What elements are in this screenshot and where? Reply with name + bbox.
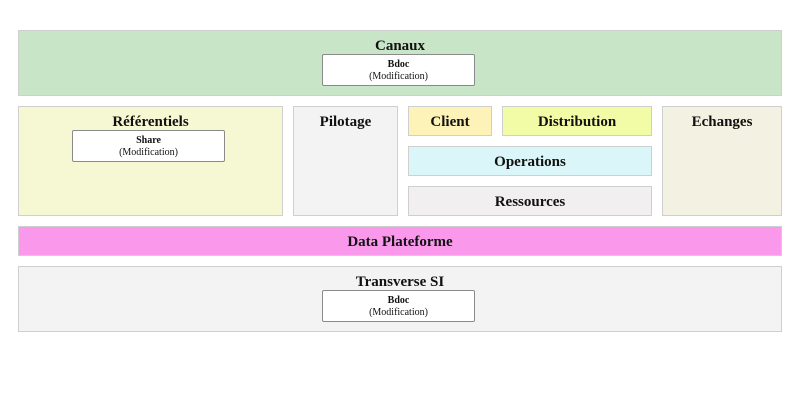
zone-canaux: Canaux Bdoc (Modification) (18, 30, 782, 96)
zone-ressources: Ressources (408, 186, 652, 216)
zone-data-plateforme-title: Data Plateforme (347, 234, 453, 250)
zone-client-title: Client (430, 114, 470, 130)
zone-transverse-si-title: Transverse SI (355, 274, 445, 290)
zone-pilotage: Pilotage (293, 106, 398, 216)
app-card-bdoc-canaux[interactable]: Bdoc (Modification) (322, 54, 475, 86)
zone-client: Client (408, 106, 492, 136)
zone-pilotage-title: Pilotage (319, 114, 372, 130)
app-card-bdoc-transverse[interactable]: Bdoc (Modification) (322, 290, 475, 322)
zone-data-plateforme: Data Plateforme (18, 226, 782, 256)
app-status: (Modification) (119, 147, 178, 158)
zone-referentiels: Référentiels Share (Modification) (18, 106, 283, 216)
app-status: (Modification) (369, 71, 428, 82)
app-card-share[interactable]: Share (Modification) (72, 130, 225, 162)
app-status: (Modification) (369, 307, 428, 318)
zone-ressources-title: Ressources (494, 194, 566, 210)
zone-distribution-title: Distribution (537, 114, 617, 130)
app-name: Bdoc (387, 295, 410, 306)
zone-operations-title: Operations (494, 154, 566, 170)
zone-referentiels-title: Référentiels (112, 114, 189, 130)
zone-distribution: Distribution (502, 106, 652, 136)
zone-transverse-si: Transverse SI Bdoc (Modification) (18, 266, 782, 332)
zone-echanges: Echanges (662, 106, 782, 216)
zone-operations: Operations (408, 146, 652, 176)
zone-canaux-title: Canaux (374, 38, 426, 54)
zone-echanges-title: Echanges (691, 114, 753, 130)
app-name: Bdoc (387, 59, 410, 70)
app-name: Share (136, 135, 161, 146)
